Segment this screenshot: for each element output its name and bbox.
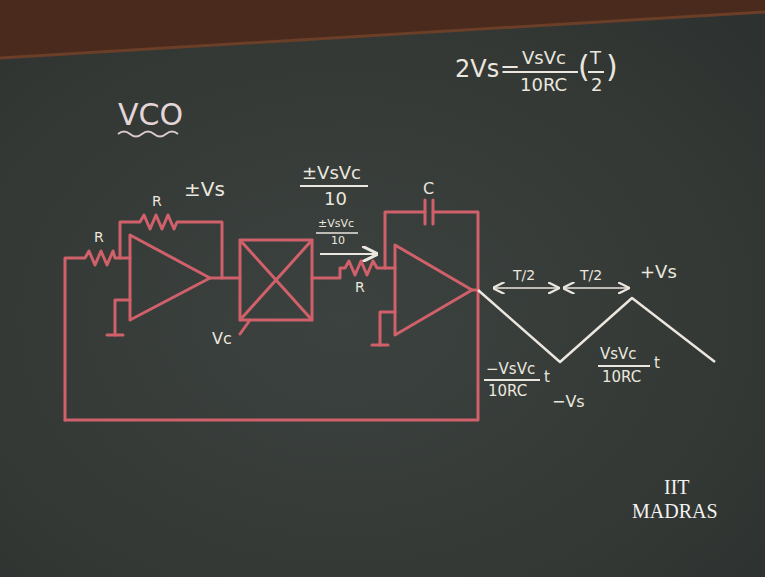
signal-label: ±VsVc (302, 163, 361, 183)
equation-term: 2 (591, 75, 602, 95)
resistor-label: R (94, 230, 104, 245)
resistor-label: R (152, 194, 162, 209)
signal-label: ±VsVc (318, 218, 354, 230)
equation-term: VsVc (522, 48, 566, 68)
signal-label: 10 (331, 235, 345, 247)
watermark: MADRAS (632, 500, 718, 522)
signal-label: ±Vs (184, 178, 225, 200)
slope-label: t (544, 369, 550, 386)
time-label: T/2 (580, 268, 602, 283)
signal-label: 10 (324, 189, 347, 209)
slope-label: 10RC (488, 383, 527, 400)
slope-label: −VsVc (486, 361, 535, 378)
capacitor-label: C (423, 180, 434, 198)
signal-label: Vc (212, 330, 232, 348)
slope-label: t (654, 355, 660, 372)
time-label: T/2 (513, 268, 535, 283)
watermark: IIT (664, 476, 690, 498)
slope-label: 10RC (602, 369, 641, 386)
slope-label: VsVc (600, 346, 637, 363)
bracket: ( (578, 50, 590, 83)
peak-label: +Vs (640, 262, 677, 282)
resistor-label: R (355, 280, 365, 295)
equation-term: 10RC (520, 75, 567, 95)
bracket: ) (606, 50, 618, 83)
title: VCO (118, 98, 183, 131)
trough-label: −Vs (552, 393, 585, 411)
equation-term: 2Vs (455, 56, 499, 82)
equation-term: T (590, 48, 601, 68)
equation-sign: = (500, 56, 520, 82)
